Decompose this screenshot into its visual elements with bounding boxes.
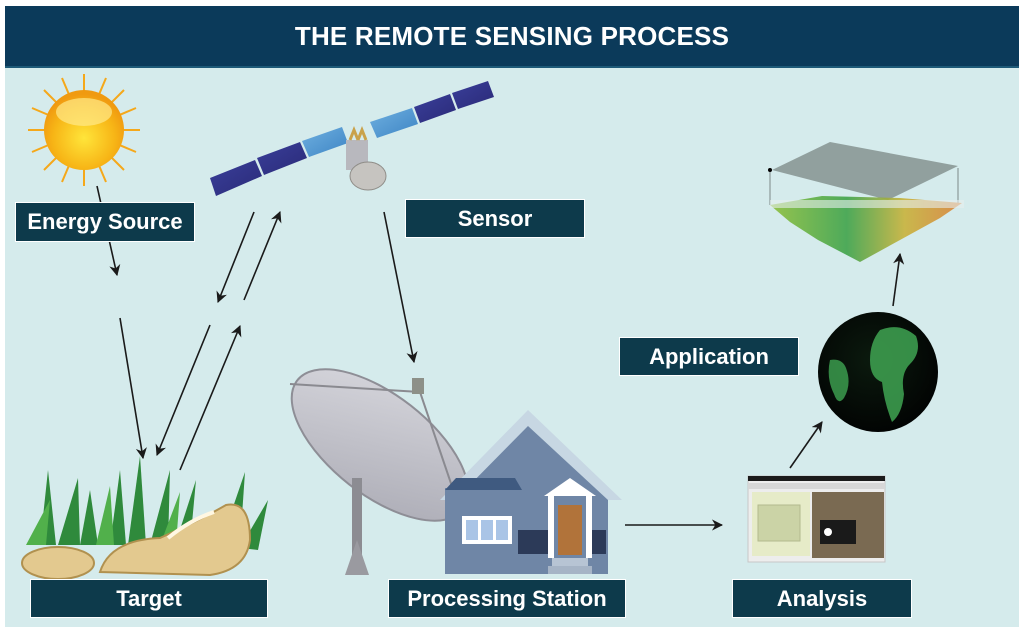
processing-station-building-icon xyxy=(440,410,622,574)
arrow-satellite-down-lower xyxy=(155,324,211,457)
arrow-globe-to-terrain xyxy=(892,252,905,307)
sun-icon xyxy=(28,74,140,186)
vegetation-target-icon xyxy=(21,456,268,580)
analysis-screenshot-icon xyxy=(747,475,886,563)
label-sensor: Sensor xyxy=(405,199,585,238)
satellite-icon xyxy=(210,81,494,196)
satellite-dish-icon xyxy=(289,368,470,575)
arrow-target-up-lower xyxy=(179,324,242,471)
label-target: Target xyxy=(30,579,268,618)
label-energy-source: Energy Source xyxy=(15,202,195,242)
arrow-satellite-down-upper xyxy=(216,211,255,304)
arrow-sensor-to-station xyxy=(383,211,418,364)
label-application: Application xyxy=(619,337,799,376)
arrow-energy-to-target xyxy=(119,317,147,460)
arrow-analysis-to-globe xyxy=(789,421,823,469)
arrow-target-up-upper xyxy=(243,210,282,301)
label-processing-station: Processing Station xyxy=(388,579,626,618)
label-analysis: Analysis xyxy=(732,579,912,618)
diagram-title: THE REMOTE SENSING PROCESS xyxy=(294,20,730,51)
title-bar: THE REMOTE SENSING PROCESS xyxy=(5,6,1019,68)
globe-icon xyxy=(818,312,938,432)
terrain-model-icon xyxy=(768,142,964,262)
